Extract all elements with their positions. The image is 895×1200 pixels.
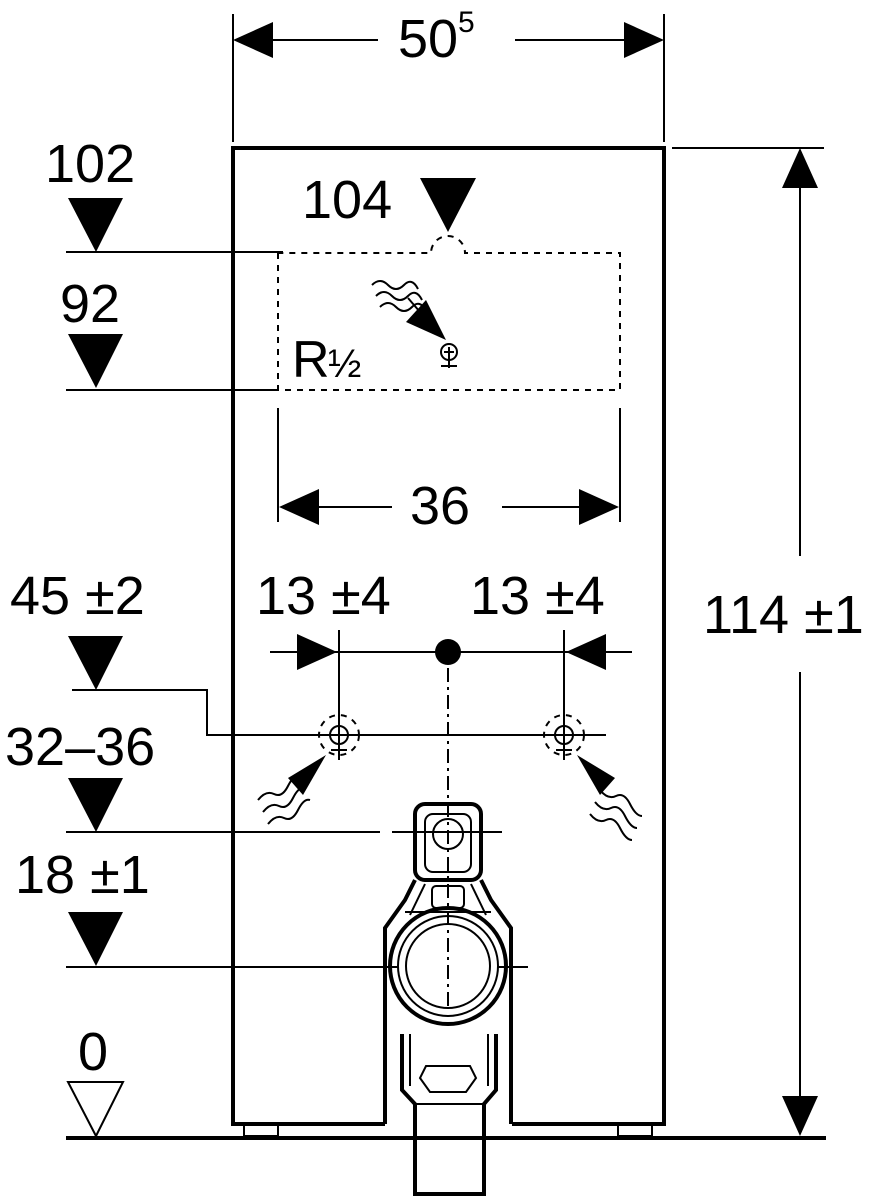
offset-dimension (270, 630, 632, 1010)
water-connection (371, 280, 458, 368)
drain-range-marker (68, 778, 123, 832)
offset-right-label: 13 ±4 (470, 566, 605, 626)
drain-level-marker (68, 912, 123, 966)
top-level-label: 102 (45, 134, 135, 194)
inner-width-dimension: 36 (277, 408, 621, 536)
width-superscript: 5 (458, 6, 475, 39)
left-supply-inlet (257, 714, 360, 825)
height-dimension: 114 ±1 (672, 147, 864, 1136)
floor-level-label: 0 (78, 1022, 108, 1082)
cistern-area (66, 235, 621, 391)
supply-level-marker (68, 636, 123, 690)
inner-width-label: 36 (410, 476, 470, 536)
offset-left-label: 13 ±4 (256, 566, 391, 626)
right-supply-inlet (543, 714, 643, 841)
drain-range-label: 32–36 (5, 717, 155, 777)
supply-level-label: 45 ±2 (10, 566, 145, 626)
height-label: 114 ±1 (703, 585, 864, 645)
thread-label: R (292, 331, 330, 389)
supply-level-line (72, 689, 606, 736)
top-level-marker (68, 198, 123, 252)
cistern-bottom-label: 92 (60, 274, 120, 334)
width-dimension: 50 5 (232, 6, 665, 142)
cistern-top-label: 104 (302, 170, 392, 230)
thread-fraction: ½ (328, 342, 361, 386)
drain-bend (383, 802, 513, 1196)
cistern-bottom-marker (68, 334, 123, 388)
width-label: 50 (398, 9, 458, 69)
drain-level-label: 18 ±1 (15, 845, 150, 905)
cistern-top-marker (420, 178, 476, 232)
floor-level-marker (66, 1081, 125, 1139)
